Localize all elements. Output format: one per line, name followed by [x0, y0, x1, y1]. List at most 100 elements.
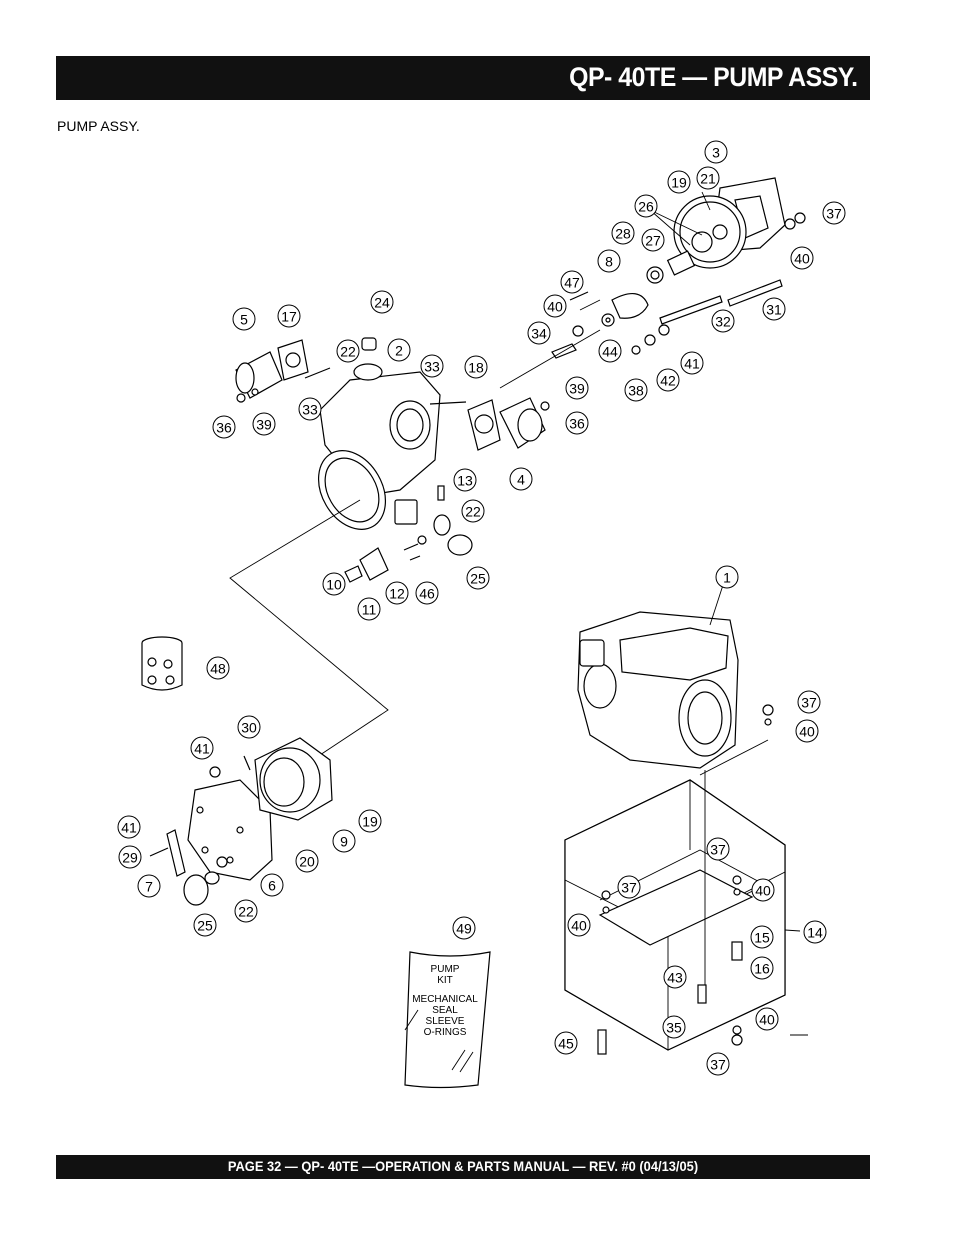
callout-number: 8 [605, 254, 613, 270]
callout-circle [385, 581, 409, 605]
callout-circle [336, 339, 360, 363]
callout-number: 12 [389, 586, 405, 602]
callout-20: 20 [295, 849, 319, 873]
callout-circle [543, 294, 567, 318]
callout-number: 41 [194, 741, 210, 757]
pump-casing-assembly [229, 337, 550, 756]
callout-37: 37 [706, 837, 730, 861]
callout-number: 28 [615, 226, 631, 242]
callout-circle [706, 1052, 730, 1076]
callout-circle [554, 1031, 578, 1055]
callout-number: 49 [456, 921, 472, 937]
callout-circle [332, 829, 356, 853]
callout-46: 46 [415, 581, 439, 605]
kit-line-3: MECHANICAL [412, 994, 478, 1005]
callout-18: 18 [464, 355, 488, 379]
callout-circle [461, 499, 485, 523]
callout-3: 3 [704, 140, 728, 164]
callout-circle [295, 849, 319, 873]
callout-41: 41 [117, 815, 141, 839]
callout-49: 49 [452, 916, 476, 940]
callout-7: 7 [137, 874, 161, 898]
callout-circle [704, 140, 728, 164]
callout-circle [357, 597, 381, 621]
callout-circle [212, 415, 236, 439]
callout-circle [387, 338, 411, 362]
callout-number: 37 [826, 206, 842, 222]
callout-34: 34 [527, 321, 551, 345]
callout-circle [567, 913, 591, 937]
callout-circle [370, 290, 394, 314]
callout-number: 44 [602, 344, 618, 360]
callout-number: 13 [457, 473, 473, 489]
callout-25: 25 [466, 566, 490, 590]
callout-circle [797, 690, 821, 714]
callout-number: 18 [468, 360, 484, 376]
callout-number: 36 [569, 416, 585, 432]
callout-number: 39 [256, 417, 272, 433]
callout-number: 40 [547, 299, 563, 315]
callout-circle [624, 378, 648, 402]
callout-circle [565, 411, 589, 435]
callout-circle [466, 566, 490, 590]
callout-circle [822, 201, 846, 225]
callout-36: 36 [565, 411, 589, 435]
callout-number: 19 [671, 175, 687, 191]
callout-circle [509, 467, 533, 491]
callout-number: 3 [712, 145, 720, 161]
callout-circle [667, 170, 691, 194]
frame [564, 704, 786, 1055]
callout-number: 10 [326, 577, 342, 593]
callout-27: 27 [641, 228, 665, 252]
callout-number: 22 [465, 504, 481, 520]
callout-number: 37 [801, 695, 817, 711]
callout-number: 33 [424, 359, 440, 375]
callout-number: 37 [710, 842, 726, 858]
pump-kit-bag: PUMP KIT MECHANICAL SEAL SLEEVE O-RINGS [404, 951, 491, 1089]
callout-number: 40 [755, 883, 771, 899]
callout-number: 32 [715, 314, 731, 330]
kit-line-5: SLEEVE [426, 1016, 465, 1027]
callout-37: 37 [822, 201, 846, 225]
callout-26: 26 [634, 194, 658, 218]
callout-number: 38 [628, 383, 644, 399]
callout-circle [750, 925, 774, 949]
callout-circle [232, 307, 256, 331]
callout-14: 14 [803, 920, 827, 944]
callout-number: 40 [794, 251, 810, 267]
callout-number: 47 [564, 275, 580, 291]
callout-13: 13 [453, 468, 477, 492]
callout-number: 2 [395, 343, 403, 359]
callout-29: 29 [118, 845, 142, 869]
callout-circle [415, 581, 439, 605]
callout-number: 6 [268, 878, 276, 894]
callout-12: 12 [385, 581, 409, 605]
callout-19: 19 [358, 809, 382, 833]
callout-number: 48 [210, 661, 226, 677]
callout-circle [234, 899, 258, 923]
callout-41: 41 [680, 351, 704, 375]
callout-number: 25 [470, 571, 486, 587]
strainer [141, 636, 183, 691]
callout-36: 36 [212, 415, 236, 439]
callout-number: 22 [238, 904, 254, 920]
callout-circle [762, 297, 786, 321]
callout-24: 24 [370, 290, 394, 314]
footer-text: PAGE 32 — QP- 40TE —OPERATION & PARTS MA… [227, 1158, 699, 1174]
callout-number: 24 [374, 295, 390, 311]
callout-number: 45 [558, 1036, 574, 1052]
callout-15: 15 [750, 925, 774, 949]
callout-number: 16 [754, 961, 770, 977]
callout-circle [358, 809, 382, 833]
callout-circle [565, 376, 589, 400]
callout-circle [420, 354, 444, 378]
callout-circle [706, 837, 730, 861]
callout-39: 39 [252, 412, 276, 436]
callout-circle [252, 412, 276, 436]
callout-circle [662, 1015, 686, 1039]
page-title: QP- 40TE — PUMP ASSY. [569, 62, 858, 92]
section-subtitle: PUMP ASSY. [57, 118, 140, 134]
callout-number: 41 [684, 356, 700, 372]
callout-16: 16 [750, 956, 774, 980]
